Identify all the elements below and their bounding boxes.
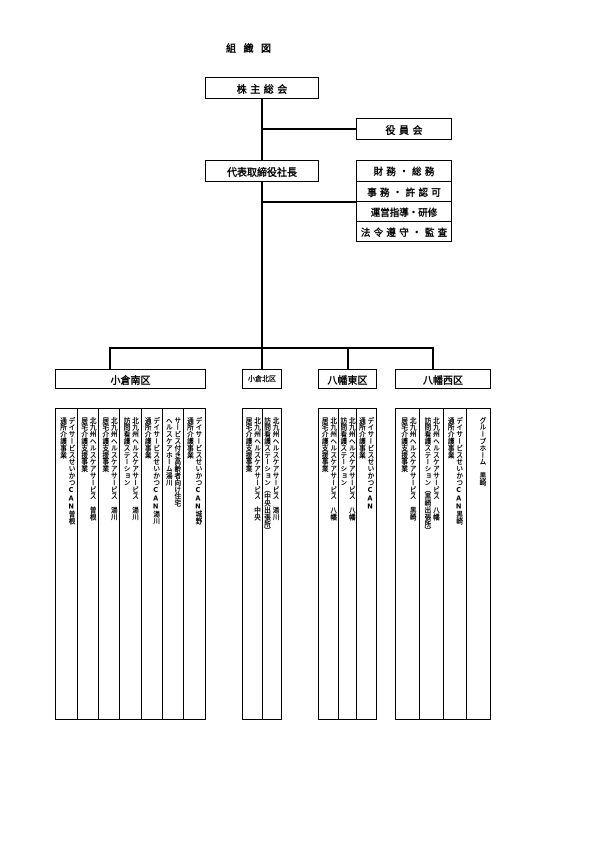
unit-label: 北九州ヘルスケアサービス 湯川訪問看護ステーション	[122, 417, 139, 521]
connector	[432, 347, 434, 369]
unit-service: 居宅介護支援事業	[320, 417, 329, 473]
unit-name: 北九州ヘルスケアサービス 八幡	[431, 417, 440, 521]
unit-label: サービス付き高齢者向け住宅ヘルスケアホーム湯川	[164, 417, 181, 507]
unit-name: グループホーム 黒崎	[477, 417, 486, 486]
connector	[261, 99, 263, 349]
unit-name: デイサービスせいかつCAN黒崎	[454, 417, 463, 525]
connector	[110, 347, 433, 349]
unit-service: 居宅介護支援事業	[244, 417, 252, 473]
unit-label: 北九州ヘルスケアサービス 八幡居宅介護支援事業	[320, 417, 337, 521]
unit-label: 北九州ヘルスケアサービス 湯川居宅介護支援事業	[100, 417, 118, 521]
unit-name: 北九州ヘルスケアサービス 湯川	[109, 417, 118, 521]
connector	[109, 347, 111, 369]
staff-item: 事 務 ・ 許 認 可	[357, 181, 451, 202]
unit-label: デイサービスせいかつCAN湯川通所介護事業	[143, 417, 160, 525]
unit-service: 居宅介護支援事業	[399, 417, 408, 473]
unit-label: デイサービスせいかつCAN曽根通所介護事業	[58, 417, 76, 525]
unit-name: サービス付き高齢者向け住宅	[172, 417, 181, 507]
unit-name: デイサービスせいかつCAN曽根	[67, 417, 76, 525]
area-units: 北九州ヘルスケアサービス 中央居宅介護支援事業北九州ヘルスケアサービス 湯川訪問…	[242, 408, 282, 720]
shareholders-box: 株 主 総 会	[205, 77, 319, 99]
unit-service: 訪問看護ステーション	[122, 417, 130, 486]
unit-cell: 北九州ヘルスケアサービス 曽根居宅介護支援事業	[77, 409, 98, 719]
unit-cell: サービス付き高齢者向け住宅ヘルスケアホーム湯川	[161, 409, 183, 719]
unit-cell: 北九州ヘルスケアサービス 八幡居宅介護支援事業	[319, 409, 338, 719]
unit-name: デイサービスせいかつCAN城野	[193, 417, 202, 525]
president-label: 代表取締役社長	[227, 167, 297, 179]
connector	[261, 347, 263, 369]
staff-item: 運営指導・研修	[357, 201, 451, 222]
unit-service: 通所介護事業	[446, 417, 455, 459]
unit-service: 居宅介護支援事業	[100, 417, 109, 473]
unit-cell: 北九州ヘルスケアサービス 八幡訪問看護ステーション	[337, 409, 357, 719]
unit-cell: 北九州ヘルスケアサービス 八幡訪問看護ステーション（黒崎出張所）	[419, 409, 442, 719]
unit-name: 北九州ヘルスケアサービス 湯川	[271, 417, 279, 521]
unit-cell: 北九州ヘルスケアサービス 黒崎居宅介護支援事業	[396, 409, 419, 719]
area-units: デイサービスせいかつCAN曽根通所介護事業北九州ヘルスケアサービス 曽根居宅介護…	[55, 408, 206, 720]
area-box: 小倉北区	[242, 369, 282, 389]
unit-label: 北九州ヘルスケアサービス 湯川訪問看護ステーション（中央出張所）	[262, 417, 280, 535]
staff-box: 財 務 ・ 総 務事 務 ・ 許 認 可運営指導・研修法 令 遵 守 ・ 監 査	[356, 160, 452, 242]
unit-label: 北九州ヘルスケアサービス 曽根居宅介護支援事業	[79, 417, 97, 521]
staff-item: 財 務 ・ 総 務	[373, 167, 435, 178]
unit-service: 訪問看護ステーション	[338, 417, 347, 486]
area-units: 北九州ヘルスケアサービス 八幡居宅介護支援事業北九州ヘルスケアサービス 八幡訪問…	[318, 408, 377, 720]
board-box: 役 員 会	[356, 118, 452, 140]
unit-label: 北九州ヘルスケアサービス 黒崎居宅介護支援事業	[399, 417, 417, 521]
unit-service: 通所介護事業	[185, 417, 194, 459]
unit-label: 北九州ヘルスケアサービス 八幡訪問看護ステーション（黒崎出張所）	[422, 417, 440, 535]
board-label: 役 員 会	[385, 125, 423, 137]
area-box: 八幡西区	[395, 369, 491, 389]
unit-cell: グループホーム 黒崎	[465, 409, 489, 719]
unit-cell: デイサービスせいかつCAN城野通所介護事業	[182, 409, 204, 719]
unit-cell: 北九州ヘルスケアサービス 湯川訪問看護ステーション	[119, 409, 140, 719]
unit-name: デイサービスせいかつCAN	[365, 417, 374, 511]
unit-label: 北九州ヘルスケアサービス 中央居宅介護支援事業	[244, 417, 261, 521]
unit-name: 北九州ヘルスケアサービス 湯川	[130, 417, 139, 521]
page-title: 組 織 図	[226, 44, 273, 55]
unit-name: デイサービスせいかつCAN湯川	[151, 417, 160, 525]
unit-cell: 北九州ヘルスケアサービス 湯川訪問看護ステーション（中央出張所）	[261, 409, 281, 719]
area-box: 八幡東区	[318, 369, 377, 389]
unit-name: 北九州ヘルスケアサービス 曽根	[88, 417, 97, 521]
staff-item: 法 令 遵 守 ・ 監 査	[357, 221, 451, 242]
president-box: 代表取締役社長	[205, 160, 319, 182]
unit-cell: デイサービスせいかつCAN黒崎通所介護事業	[442, 409, 466, 719]
unit-service: 通所介護事業	[143, 417, 152, 459]
unit-cell: 北九州ヘルスケアサービス 中央居宅介護支援事業	[243, 409, 262, 719]
area-units: 北九州ヘルスケアサービス 黒崎居宅介護支援事業北九州ヘルスケアサービス 八幡訪問…	[395, 408, 491, 720]
unit-service: 訪問看護ステーション（黒崎出張所）	[422, 417, 431, 535]
unit-service: ヘルスケアホーム湯川	[164, 417, 173, 486]
unit-name: 北九州ヘルスケアサービス 黒崎	[408, 417, 417, 521]
unit-label: 北九州ヘルスケアサービス 八幡訪問看護ステーション	[338, 417, 356, 521]
area-box: 小倉南区	[55, 369, 206, 389]
unit-cell: デイサービスせいかつCAN曽根通所介護事業	[56, 409, 77, 719]
connector	[261, 128, 356, 130]
unit-service: 通所介護事業	[357, 417, 366, 459]
shareholders-label: 株 主 総 会	[236, 84, 288, 96]
unit-name: 北九州ヘルスケアサービス 中央	[252, 417, 261, 521]
unit-cell: 北九州ヘルスケアサービス 湯川居宅介護支援事業	[98, 409, 119, 719]
connector	[347, 347, 349, 369]
unit-name: 北九州ヘルスケアサービス 八幡	[328, 417, 337, 521]
unit-label: デイサービスせいかつCAN城野通所介護事業	[185, 417, 202, 525]
unit-service: 訪問看護ステーション（中央出張所）	[262, 417, 271, 535]
unit-label: デイサービスせいかつCAN黒崎通所介護事業	[446, 417, 463, 525]
unit-label: グループホーム 黒崎	[477, 417, 486, 486]
connector	[261, 201, 356, 203]
unit-service: 居宅介護支援事業	[79, 417, 88, 473]
unit-cell: デイサービスせいかつCAN湯川通所介護事業	[140, 409, 162, 719]
unit-name: 北九州ヘルスケアサービス 八幡	[347, 417, 356, 521]
unit-service: 通所介護事業	[58, 417, 67, 459]
